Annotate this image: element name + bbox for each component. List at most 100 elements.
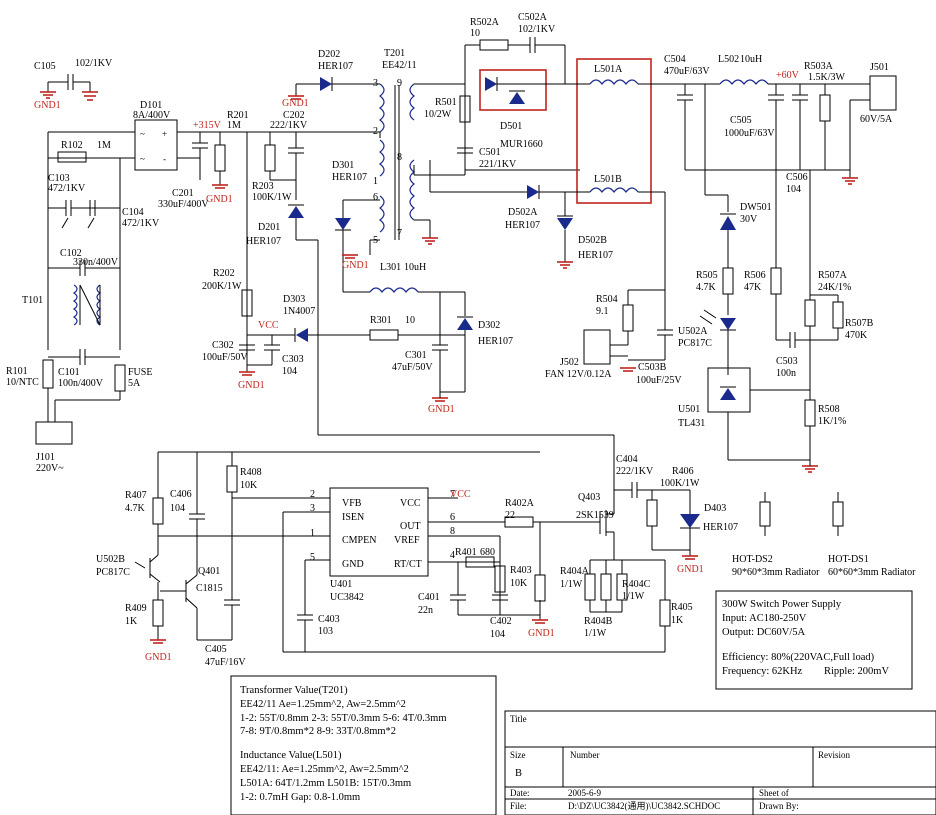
svg-text:HER107: HER107	[578, 250, 613, 261]
svg-text:4.7K: 4.7K	[696, 282, 717, 293]
svg-text:~: ~	[140, 129, 145, 139]
svg-text:ISEN: ISEN	[342, 512, 364, 523]
svg-text:7-8: 9T/0.8mm*2 8-9: 33T/0.8: 7-8: 9T/0.8mm*2 8-9: 33T/0.8mm*2	[240, 726, 396, 737]
svg-text:B: B	[515, 768, 522, 779]
inductor-L501A: L501A	[565, 64, 665, 85]
svg-text:100uF/50V: 100uF/50V	[202, 352, 248, 363]
resistor-R402A: R402A 22	[504, 498, 600, 528]
svg-text:Transformer Value(T201): Transformer Value(T201)	[240, 685, 348, 696]
capacitor-C103: C103 472/1KV	[48, 173, 120, 216]
svg-text:CMPEN: CMPEN	[342, 535, 376, 546]
svg-text:Frequency: 62KHz: Frequency: 62KHz	[722, 666, 803, 677]
svg-text:D301: D301	[332, 160, 354, 171]
svg-text:EE42/11 Ae=1.25mm^2, Aw=2.5m: EE42/11 Ae=1.25mm^2, Aw=2.5mm^2	[240, 699, 406, 710]
svg-text:60*60*3mm Radiator: 60*60*3mm Radiator	[828, 567, 916, 578]
svg-text:D501: D501	[500, 121, 522, 132]
svg-text:J502: J502	[560, 357, 579, 368]
capacitor-C402: C402 104	[490, 594, 512, 640]
svg-text:1.5K/3W: 1.5K/3W	[808, 72, 846, 83]
resistor-R404C: R404C 1/1W	[616, 560, 651, 612]
resistor-R504: R504 9.1	[596, 289, 665, 345]
svg-text:6: 6	[373, 192, 378, 203]
svg-text:L501B: L501B	[594, 174, 622, 185]
spec-box: 300W Switch Power Supply Input: AC180-25…	[715, 590, 913, 690]
svg-text:GND: GND	[342, 559, 364, 570]
capacitor-C101: C101 100n/400V	[48, 349, 120, 389]
title-block: Title Size B Number Revision Date: 2005-…	[504, 710, 936, 815]
capacitor-C505: C505 1000uF/63V	[724, 84, 784, 170]
capacitor-C502A: C502A 102/1KV	[518, 12, 566, 84]
svg-text:100K/1W: 100K/1W	[660, 478, 700, 489]
svg-text:GND1: GND1	[34, 100, 61, 111]
svg-text:Size: Size	[510, 750, 526, 760]
resistor-R408: R408 10K	[226, 452, 262, 600]
svg-text:HER107: HER107	[478, 336, 513, 347]
svg-text:D502A: D502A	[508, 207, 538, 218]
svg-text:30V: 30V	[740, 214, 758, 225]
connector-J101: J101 220V~	[35, 400, 73, 474]
resistor-R502A: R502A 10	[465, 17, 530, 51]
svg-text:Number: Number	[570, 750, 600, 760]
transformer-T201: T201 EE42/11 32 16 5 98 7	[373, 48, 417, 246]
ground-symbol: GND1	[282, 95, 309, 109]
svg-text:1K/1%: 1K/1%	[818, 416, 846, 427]
svg-text:+: +	[162, 129, 167, 139]
svg-text:C401: C401	[418, 592, 440, 603]
svg-text:C101: C101	[58, 367, 80, 378]
svg-text:R506: R506	[744, 270, 766, 281]
diode-D502A: D502A HER107	[430, 185, 590, 231]
svg-text:D403: D403	[704, 503, 726, 514]
svg-text:104: 104	[490, 629, 505, 640]
svg-text:22n: 22n	[418, 605, 433, 616]
svg-text:C102: C102	[60, 248, 82, 259]
inductor-L502: L502 10uH	[718, 54, 870, 85]
diode-D202: D202 HER107	[295, 49, 380, 96]
capacitor-C302: C302 100uF/50V	[202, 335, 255, 372]
svg-text:TL431: TL431	[678, 418, 705, 429]
C105-ref: C105	[34, 61, 56, 72]
svg-text:2SK1539: 2SK1539	[576, 510, 614, 521]
resistor-R404B: R404B 1/1W	[584, 560, 613, 639]
resistor-R301: R301 10	[369, 315, 465, 341]
resistor-R508: R508 1K/1%	[804, 399, 846, 460]
svg-text:100K/1W: 100K/1W	[252, 192, 292, 203]
svg-text:R101: R101	[6, 366, 28, 377]
svg-text:47uF/16V: 47uF/16V	[205, 657, 246, 668]
svg-text:300W Switch Power Supply: 300W Switch Power Supply	[722, 599, 842, 610]
svg-text:D502B: D502B	[578, 235, 607, 246]
svg-text:472/1KV: 472/1KV	[122, 218, 160, 229]
svg-text:5A: 5A	[128, 378, 141, 389]
ground-symbol: GND1	[342, 254, 369, 271]
svg-text:10uH: 10uH	[740, 54, 762, 65]
capacitor-C503B: C503B 100uF/25V	[628, 290, 682, 386]
svg-text:UC3842: UC3842	[330, 592, 364, 603]
diode-D303: D303 1N4007	[283, 294, 370, 342]
resistor-R405: R405 1K	[659, 560, 693, 652]
capacitor-C202: C202 222/1KV	[270, 110, 308, 200]
svg-text:D101: D101	[140, 100, 162, 111]
resistor-R506: R506 47K	[744, 170, 782, 340]
svg-text:R404C: R404C	[622, 579, 651, 590]
svg-text:C404: C404	[616, 454, 638, 465]
svg-text:10: 10	[405, 315, 415, 326]
ground-symbol	[620, 367, 636, 372]
svg-text:9: 9	[397, 78, 402, 89]
svg-text:R404B: R404B	[584, 616, 613, 627]
svg-text:C502A: C502A	[518, 12, 548, 23]
diode-D502B: D502B HER107	[557, 192, 613, 262]
svg-text:DW501: DW501	[740, 202, 772, 213]
svg-text:U401: U401	[330, 579, 352, 590]
svg-text:R503A: R503A	[804, 61, 834, 72]
diode-D501: D501 MUR1660	[479, 69, 565, 150]
svg-text:2: 2	[373, 126, 378, 137]
inductor-L501B: L501B	[589, 174, 666, 290]
svg-text:C201: C201	[172, 188, 194, 199]
svg-text:1/1W: 1/1W	[560, 579, 583, 590]
svg-text:PC817C: PC817C	[678, 338, 712, 349]
svg-text:222/1KV: 222/1KV	[616, 466, 654, 477]
svg-text:3: 3	[373, 78, 378, 89]
ground-symbol: GND1	[145, 639, 172, 663]
svg-text:104: 104	[786, 184, 801, 195]
svg-text:7: 7	[397, 228, 402, 239]
